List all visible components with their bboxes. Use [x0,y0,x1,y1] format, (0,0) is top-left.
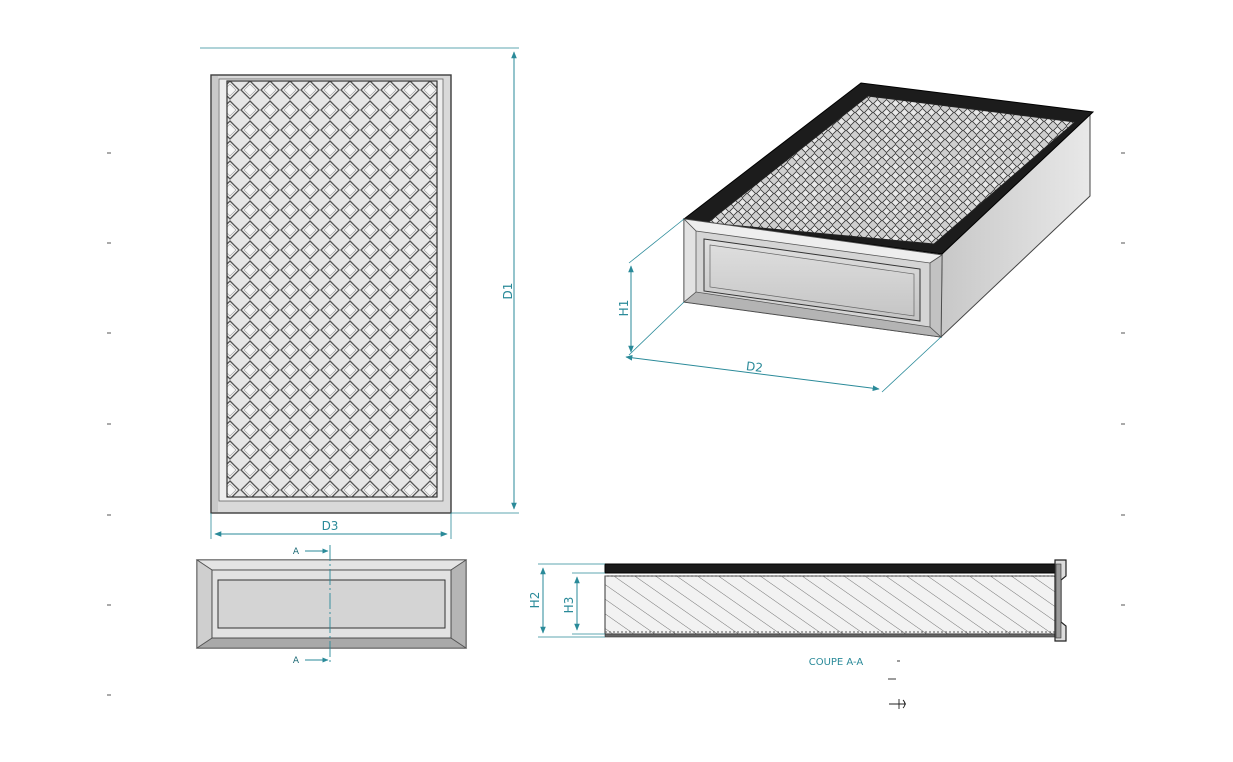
section-marker-top: A [293,547,300,557]
dimension-d3-label: D3 [322,519,339,533]
dimension-d3: D3 [210,513,452,539]
plan-view [210,74,452,514]
dimension-h2-label: H2 [528,592,542,609]
annotation-marks [888,660,906,709]
front-view-inner-panel [217,579,446,629]
section-view [604,559,1067,642]
dimension-d2-label: D2 [745,359,763,375]
dimension-h3-label: H3 [562,597,576,614]
iso-top-mesh [705,95,1077,245]
dimension-h1-label: H1 [617,300,631,317]
section-hatched-media [604,575,1056,635]
iso-front-panel [703,238,921,322]
front-view: A A [195,545,468,666]
section-caption: COUPE A-A [809,657,864,668]
dimension-d1: D1 [200,47,519,514]
dimension-h1: H1 [617,218,685,356]
dimension-d2: D2 [625,336,942,393]
dimension-d1-label: D1 [501,283,515,300]
isometric-view [682,82,1095,339]
dimension-h2: H2 [528,563,605,638]
dimension-h3: H3 [562,572,605,635]
plan-view-mesh [226,80,438,498]
section-marker-bottom: A [293,656,300,666]
section-gasket [604,563,1060,574]
sheet-tick-marks [107,152,1125,696]
